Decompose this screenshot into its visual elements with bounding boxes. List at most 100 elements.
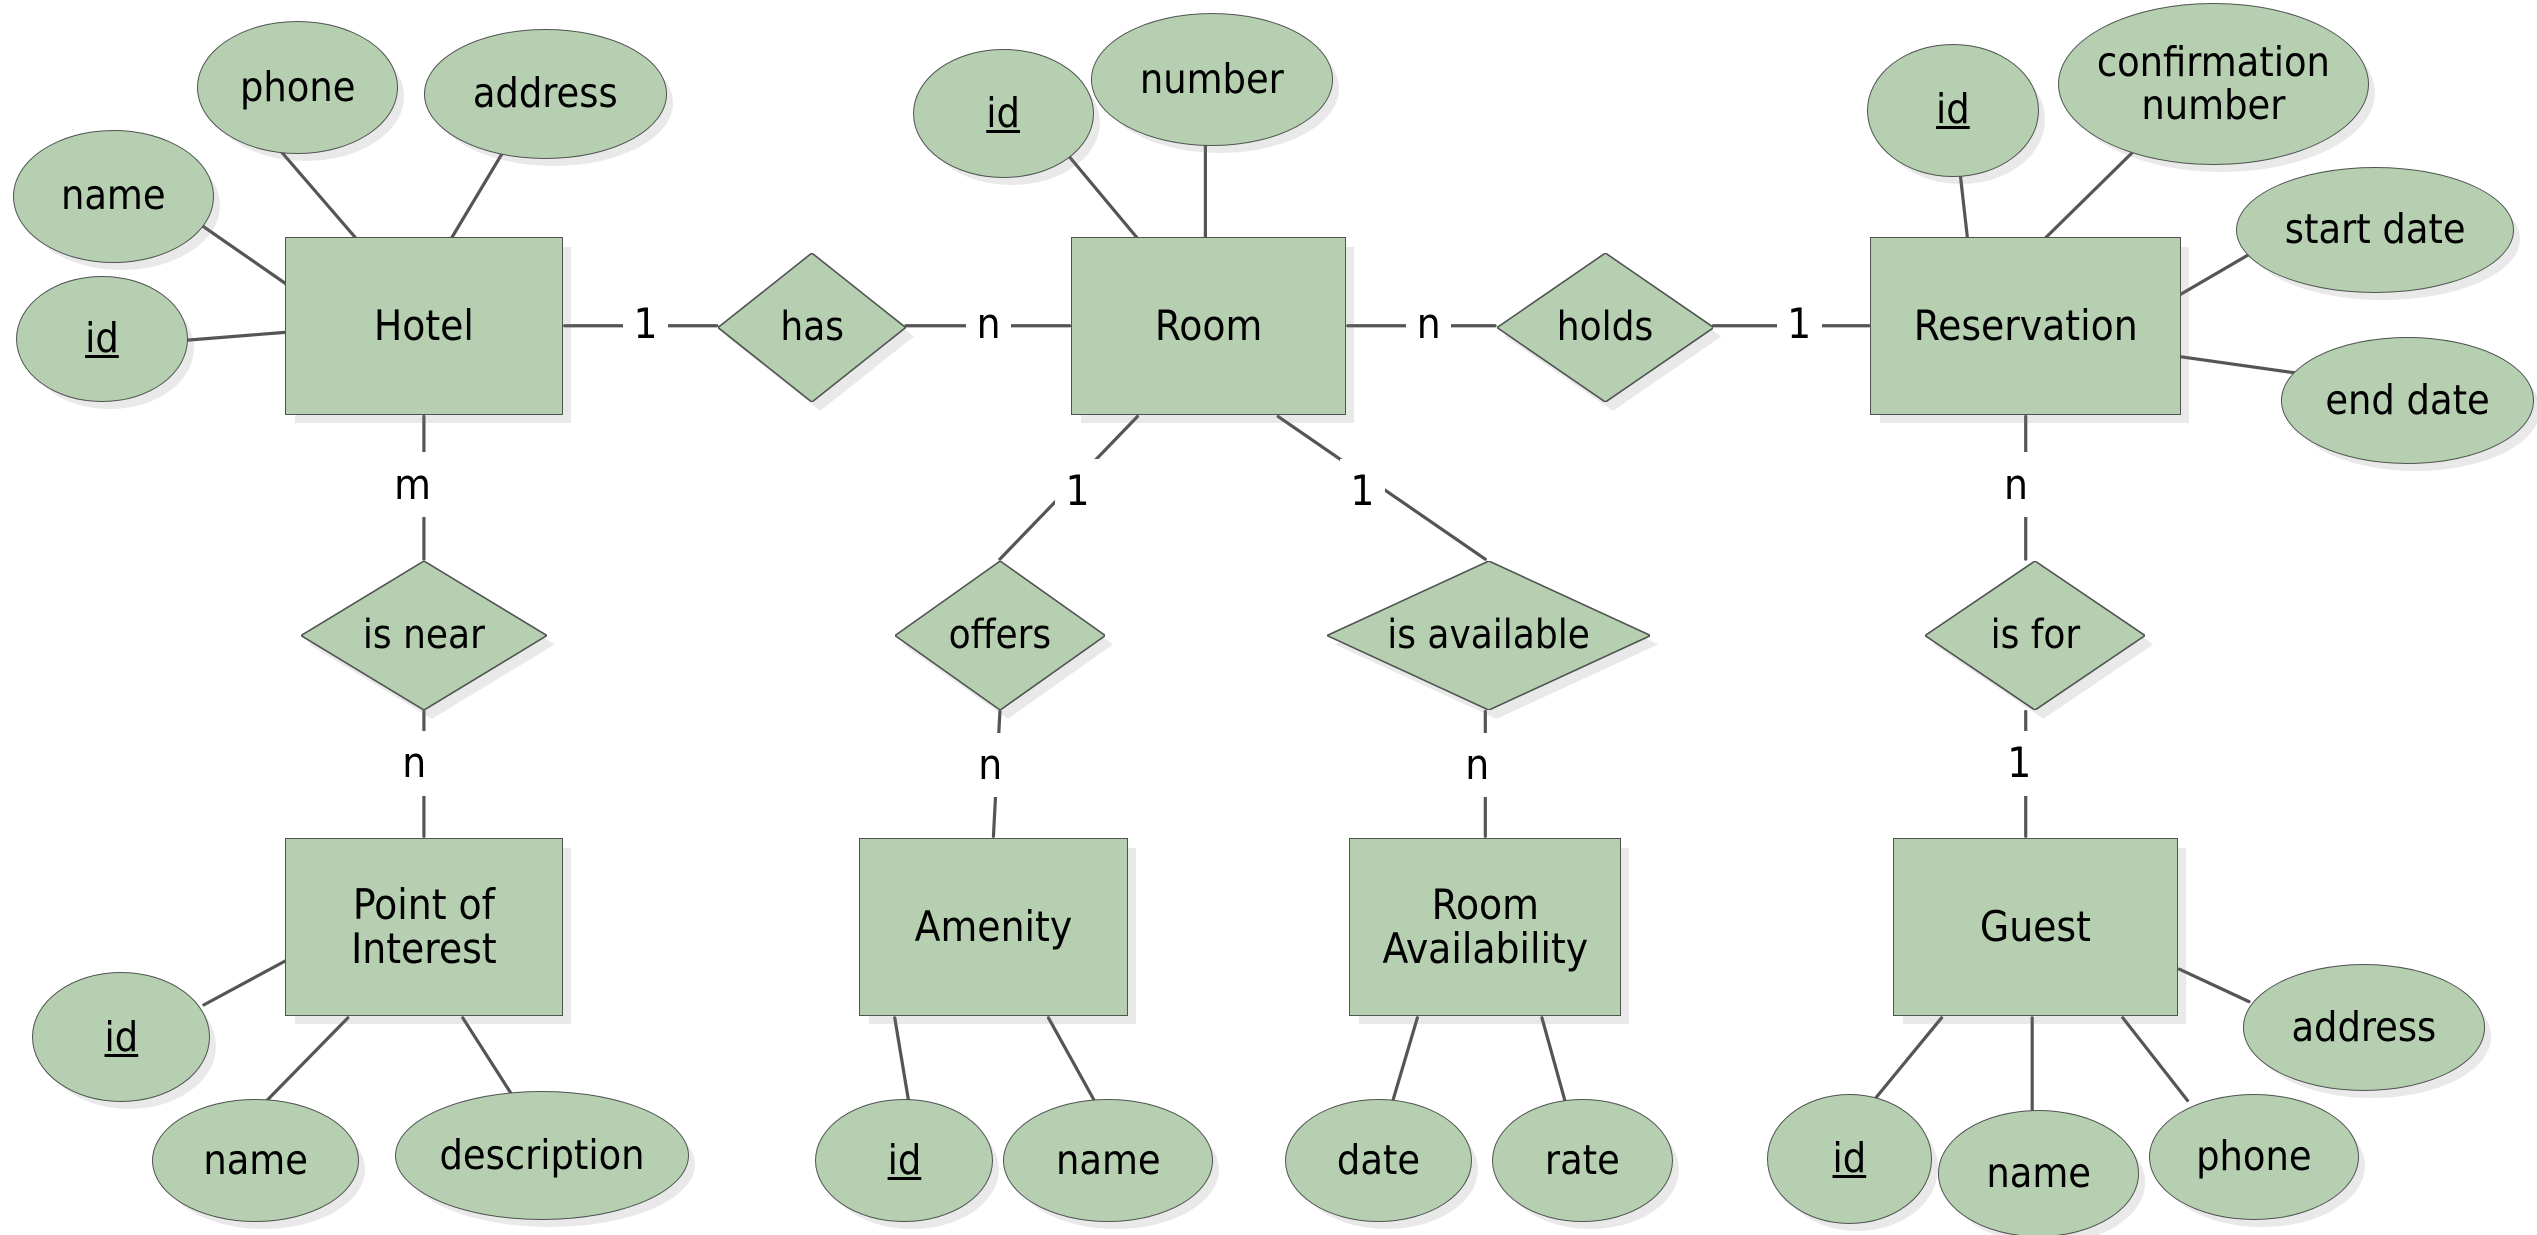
attribute-label: id xyxy=(1832,1134,1867,1183)
relationship-is_near[interactable]: is near xyxy=(300,560,555,719)
attribute-avail_rate[interactable]: rate xyxy=(1491,1098,1673,1223)
attribute-label: id xyxy=(986,88,1020,137)
attribute-label: description xyxy=(439,1130,645,1179)
attribute-label: end date xyxy=(2325,375,2490,424)
cardinality-value: n xyxy=(1416,299,1441,349)
card-isnear-poi: n xyxy=(391,730,437,796)
attribute-label: rate xyxy=(1544,1135,1620,1184)
attribute-guest_phone[interactable]: phone xyxy=(2148,1093,2359,1221)
attribute-room_id[interactable]: id xyxy=(912,48,1094,179)
attribute-label: phone xyxy=(239,62,356,111)
attribute-hotel_name[interactable]: name xyxy=(12,129,214,263)
relationship-label: is for xyxy=(1990,612,2081,659)
attribute-guest_address[interactable]: address xyxy=(2242,964,2486,1091)
attribute-poi_id[interactable]: id xyxy=(32,972,211,1103)
entity-amenity[interactable]: Amenity xyxy=(859,837,1128,1017)
entity-guest[interactable]: Guest xyxy=(1893,837,2178,1017)
cardinality-value: m xyxy=(394,459,431,509)
diamond-outline xyxy=(1327,561,1651,710)
attribute-res_end[interactable]: end date xyxy=(2281,337,2534,464)
connector-avail_date-roomavail xyxy=(1391,1018,1417,1106)
cardinality-value: 1 xyxy=(1787,299,1812,349)
card-hotel-has: 1 xyxy=(622,291,669,357)
attribute-guest_name[interactable]: name xyxy=(1938,1110,2139,1235)
relationship-holds[interactable]: holds xyxy=(1496,252,1722,411)
entity-room[interactable]: Room xyxy=(1071,236,1347,415)
cardinality-value: n xyxy=(402,738,427,788)
entity-label: Hotel xyxy=(373,300,474,350)
relationship-is_available[interactable]: is available xyxy=(1326,560,1659,719)
entity-label: Amenity xyxy=(914,901,1073,951)
attribute-label: id xyxy=(85,313,119,362)
attribute-hotel_id[interactable]: id xyxy=(16,275,188,402)
attribute-room_number[interactable]: number xyxy=(1090,12,1334,146)
attribute-label: confirmation number xyxy=(2096,37,2330,130)
cardinality-value: n xyxy=(976,299,1001,349)
entity-hotel[interactable]: Hotel xyxy=(284,236,564,415)
attribute-label: start date xyxy=(2284,205,2466,254)
relationship-label: has xyxy=(780,304,845,351)
card-room-isavail: 1 xyxy=(1339,458,1385,524)
connector-res_start-reservation xyxy=(2179,254,2249,295)
relationship-label: offers xyxy=(948,612,1052,659)
relationship-has[interactable]: has xyxy=(718,252,915,411)
cardinality-value: n xyxy=(2004,459,2028,509)
entity-label: Guest xyxy=(1979,901,2091,951)
attribute-guest_id[interactable]: id xyxy=(1766,1093,1932,1224)
attribute-res_id[interactable]: id xyxy=(1867,43,2039,177)
cardinality-value: n xyxy=(978,739,1003,789)
attribute-label: address xyxy=(472,69,618,118)
card-holds-res: 1 xyxy=(1776,291,1822,357)
relationship-is_for[interactable]: is for xyxy=(1925,560,2154,719)
attribute-hotel_address[interactable]: address xyxy=(423,29,667,159)
attribute-amenity_id[interactable]: id xyxy=(815,1098,994,1223)
attribute-hotel_phone[interactable]: phone xyxy=(197,21,399,154)
attribute-label: date xyxy=(1336,1135,1421,1184)
connector-guest_phone-guest xyxy=(2123,1018,2188,1101)
attribute-label: name xyxy=(1986,1148,2091,1197)
connector-poi_name-poi xyxy=(260,1018,347,1107)
cardinality-value: 1 xyxy=(1065,466,1090,516)
card-isfor-guest: 1 xyxy=(1996,730,2042,796)
connector-poi_id-poi xyxy=(204,959,288,1004)
attribute-avail_date[interactable]: date xyxy=(1284,1098,1473,1223)
cardinality-value: n xyxy=(1465,739,1490,789)
attribute-label: name xyxy=(60,171,166,220)
relationship-offers[interactable]: offers xyxy=(894,560,1114,719)
attribute-poi_desc[interactable]: description xyxy=(394,1090,690,1221)
card-res-isfor: n xyxy=(1993,452,2039,517)
attribute-res_start[interactable]: start date xyxy=(2236,166,2515,294)
attribute-res_confirm[interactable]: confirmation number xyxy=(2058,3,2369,166)
attribute-label: name xyxy=(1055,1135,1161,1184)
connector-room_id-room xyxy=(1063,149,1137,238)
relationship-label: is available xyxy=(1387,612,1590,659)
diamond-outline xyxy=(1925,561,2145,710)
connector-amenity_name-amenity xyxy=(1048,1018,1097,1106)
entity-label: Room Availability xyxy=(1382,879,1589,974)
diamond-outline xyxy=(301,561,547,710)
card-hotel-isnear: m xyxy=(389,452,436,517)
connector-hotel_address-hotel xyxy=(451,149,504,238)
connector-hotel_id-hotel xyxy=(184,332,286,340)
attribute-label: number xyxy=(1139,54,1284,103)
entity-roomavail[interactable]: Room Availability xyxy=(1349,837,1622,1017)
card-isavail-avail: n xyxy=(1454,732,1500,798)
card-offers-amenity: n xyxy=(967,732,1013,798)
relationship-label: holds xyxy=(1556,304,1654,351)
connector-avail_rate-roomavail xyxy=(1542,1018,1566,1106)
connector-res_end-reservation xyxy=(2179,357,2294,373)
attribute-poi_name[interactable]: name xyxy=(152,1098,360,1223)
attribute-label: id xyxy=(887,1135,922,1184)
card-room-holds: n xyxy=(1406,291,1452,357)
connector-poi_desc-poi xyxy=(463,1018,515,1099)
connector-res_confirm-reservation xyxy=(2045,152,2132,238)
entity-poi[interactable]: Point of Interest xyxy=(284,837,564,1017)
entity-label: Room xyxy=(1154,300,1263,350)
diamond-outline xyxy=(1497,253,1714,402)
cardinality-value: 1 xyxy=(2007,738,2032,788)
connector-guest_address-guest xyxy=(2179,969,2249,1001)
attribute-amenity_name[interactable]: name xyxy=(1003,1098,1214,1223)
diamond-outline xyxy=(718,253,906,402)
entity-reservation[interactable]: Reservation xyxy=(1870,236,2182,415)
